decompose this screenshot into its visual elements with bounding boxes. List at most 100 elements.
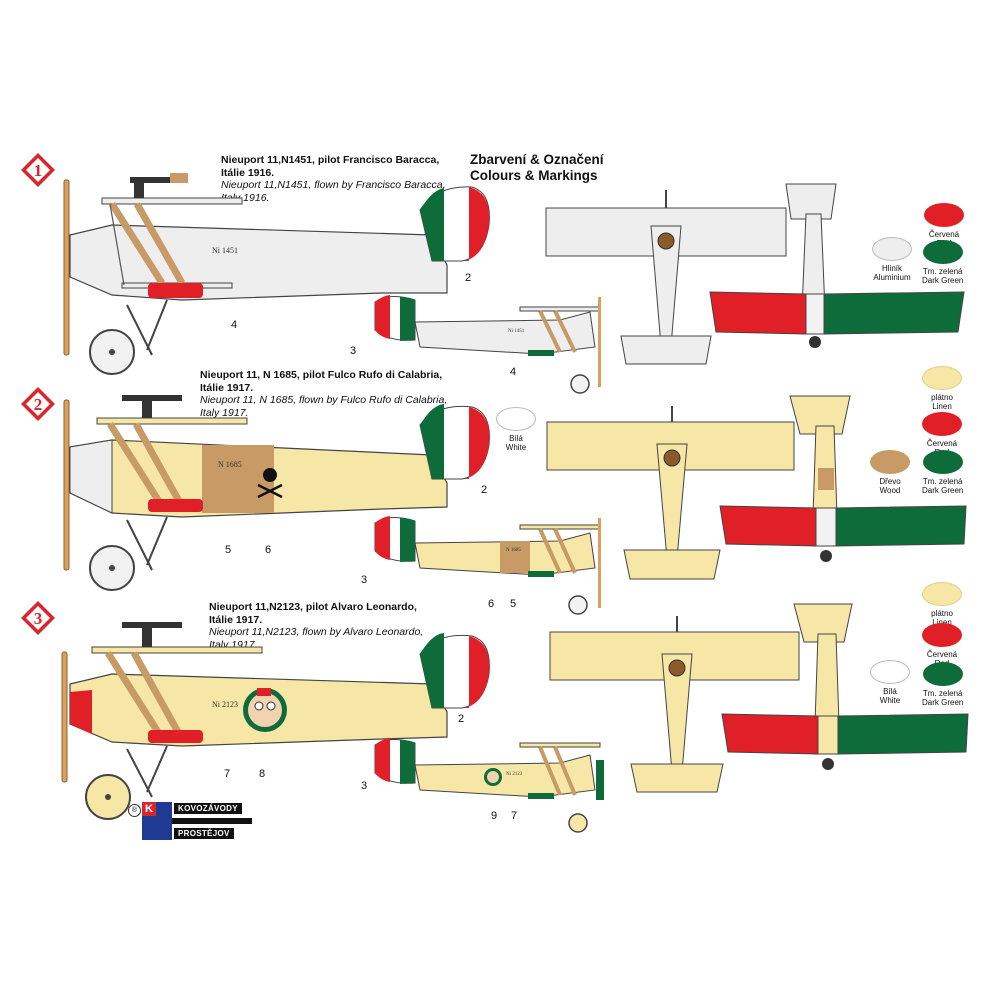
caption-en-1: Nieuport 11,N2123, flown by Alvaro Leona… bbox=[209, 626, 424, 638]
kovozavody-logo: K KOVOZÁVODY PROSTĚJOV bbox=[142, 802, 252, 842]
caption-cz-2: Itálie 1917. bbox=[209, 613, 263, 626]
scheme-2-badge: 2 bbox=[21, 387, 55, 421]
swatch-dark-green: Tm. zelená Dark Green bbox=[922, 662, 963, 707]
swatch-label-en: Dark Green bbox=[922, 698, 964, 707]
logo-k-letter: K bbox=[142, 802, 156, 816]
callout-2-e: 6 bbox=[488, 598, 495, 610]
swatch-label-en: Linen bbox=[932, 402, 952, 411]
swatch-label-cz: Tm. zelená bbox=[922, 689, 963, 698]
swatch-label-en: Dark Green bbox=[922, 276, 964, 285]
swatch-dot bbox=[922, 623, 962, 647]
skull-and-crossbones-icon bbox=[257, 468, 283, 499]
caption-en-2: Italy 1917. bbox=[200, 406, 249, 419]
scheme-3-side-view-large: Ni 2123 bbox=[61, 622, 490, 820]
swatch-label-en: White bbox=[879, 696, 901, 705]
swatch-label-cz: Červená bbox=[928, 230, 960, 239]
swatch-dot bbox=[922, 240, 963, 264]
swatch-aluminium: Hliník Aluminium bbox=[872, 237, 912, 282]
serial-1-small: Ni 1451 bbox=[508, 329, 525, 334]
swatch-label-cz: Bílá bbox=[883, 687, 897, 696]
scheme-1-badge: 1 bbox=[21, 153, 55, 187]
swatch-dot bbox=[922, 366, 962, 390]
callout-2-c: 6 bbox=[265, 544, 272, 556]
swatch-dot bbox=[922, 450, 963, 474]
callout-3-f: 7 bbox=[511, 810, 518, 822]
swatch-label-en: Dark Green bbox=[922, 486, 964, 495]
scheme-2-top-view bbox=[546, 406, 795, 580]
swatch-label-cz: Tm. zelená bbox=[922, 267, 963, 276]
swatch-label-en: White bbox=[505, 443, 527, 452]
callout-1-a: 2 bbox=[465, 272, 472, 284]
serial-2: N 1685 bbox=[218, 460, 242, 469]
logo-line1: KOVOZÁVODY bbox=[174, 803, 242, 814]
caption-en-1: Nieuport 11,N1451, flown by Francisco Ba… bbox=[221, 179, 446, 191]
callout-2-f: 5 bbox=[510, 598, 517, 610]
callout-3-c: 8 bbox=[259, 768, 266, 780]
scheme-3-number: 3 bbox=[34, 609, 43, 628]
swatch-dot bbox=[922, 582, 962, 606]
scheme-1-bottom-view bbox=[709, 183, 965, 348]
swatch-label-cz: Bílá bbox=[509, 434, 523, 443]
callout-3-d: 3 bbox=[361, 780, 368, 792]
logo-line2: PROSTĚJOV bbox=[174, 828, 234, 839]
scheme-2-number: 2 bbox=[34, 395, 43, 414]
caption-cz-1: Nieuport 11, N 1685, pilot Fulco Rufo di… bbox=[200, 369, 443, 381]
swatch-label-cz: Červená bbox=[926, 650, 958, 659]
callout-2-d: 3 bbox=[361, 574, 368, 586]
scheme-2-bottom-view bbox=[719, 395, 967, 562]
scheme-3-top-view bbox=[549, 616, 800, 793]
scheme-1-side-view-small: Ni 1451 bbox=[374, 295, 601, 394]
swatch-dot bbox=[870, 660, 910, 684]
colours-markings-heading: Zbarvení & Označení Colours & Markings bbox=[470, 152, 604, 184]
swatch-label-en: Linen bbox=[922, 618, 962, 627]
caption-cz-1: Nieuport 11,N2123, pilot Alvaro Leonardo… bbox=[209, 601, 417, 613]
swatch-dot bbox=[922, 412, 962, 436]
callout-1-c: 3 bbox=[350, 345, 357, 357]
swatch-label-cz: plátno bbox=[931, 393, 953, 402]
logo-bar bbox=[160, 818, 252, 824]
scheme-3-bottom-view bbox=[721, 603, 969, 770]
scheme-1-side-view-large: Ni 1451 bbox=[63, 173, 490, 375]
swatch-linen: plátno Linen bbox=[922, 366, 962, 411]
callout-2-b: 5 bbox=[225, 544, 232, 556]
scheme-2-side-view-small: N 1685 bbox=[374, 516, 601, 615]
callout-1-b: 4 bbox=[231, 319, 238, 331]
scheme-1-top-view bbox=[545, 190, 787, 365]
serial-3: Ni 2123 bbox=[212, 700, 238, 709]
scheme-2-caption: Nieuport 11, N 1685, pilot Fulco Rufo di… bbox=[200, 369, 447, 419]
swatch-linen: plátno Linen bbox=[922, 582, 962, 627]
swatch-label-en: Aluminium bbox=[873, 273, 911, 282]
caption-cz-2: Itálie 1917. bbox=[200, 381, 254, 394]
swatch-dot bbox=[924, 203, 964, 227]
swatch-white: Bílá White bbox=[496, 407, 536, 452]
heading-en: Colours & Markings bbox=[470, 168, 598, 183]
caption-en-1: Nieuport 11, N 1685, flown by Fulco Rufo… bbox=[200, 394, 448, 406]
cartoon-head-emblem-icon bbox=[243, 688, 287, 732]
swatch-label-cz: Tm. zelená bbox=[922, 477, 963, 486]
serial-3-small: Ni 2123 bbox=[506, 772, 523, 777]
swatch-label-en: Wood bbox=[879, 486, 901, 495]
swatch-dot bbox=[870, 450, 910, 474]
scheme-1-number: 1 bbox=[34, 161, 43, 180]
scheme-3-badge: 3 bbox=[21, 601, 55, 635]
swatch-label-cz: Hliník bbox=[881, 264, 902, 273]
caption-cz-1: Nieuport 11,N1451, pilot Francisco Barac… bbox=[221, 154, 440, 166]
logo-k-mark: K bbox=[142, 802, 172, 840]
swatch-label-cz: Dřevo bbox=[879, 477, 901, 486]
heading-cz: Zbarvení & Označení bbox=[470, 152, 604, 167]
scheme-2-side-view-large: N 1685 bbox=[63, 395, 490, 591]
swatch-dark-green: Tm. zelená Dark Green bbox=[922, 240, 963, 285]
callout-2-a: 2 bbox=[481, 484, 488, 496]
swatch-dot bbox=[922, 662, 963, 686]
swatch-label-cz: plátno bbox=[931, 609, 953, 618]
callout-1-d: 4 bbox=[510, 366, 517, 378]
callout-3-e: 9 bbox=[491, 810, 498, 822]
caption-cz-2: Itálie 1916. bbox=[221, 166, 275, 179]
registered-mark: ® bbox=[128, 804, 141, 817]
serial-2-small: N 1685 bbox=[506, 548, 521, 553]
callout-3-b: 7 bbox=[224, 768, 231, 780]
swatch-label-cz: Červená bbox=[926, 439, 958, 448]
swatch-dark-green: Tm. zelená Dark Green bbox=[922, 450, 963, 495]
scheme-3-side-view-small: Ni 2123 bbox=[374, 738, 604, 833]
swatch-dot bbox=[496, 407, 536, 431]
